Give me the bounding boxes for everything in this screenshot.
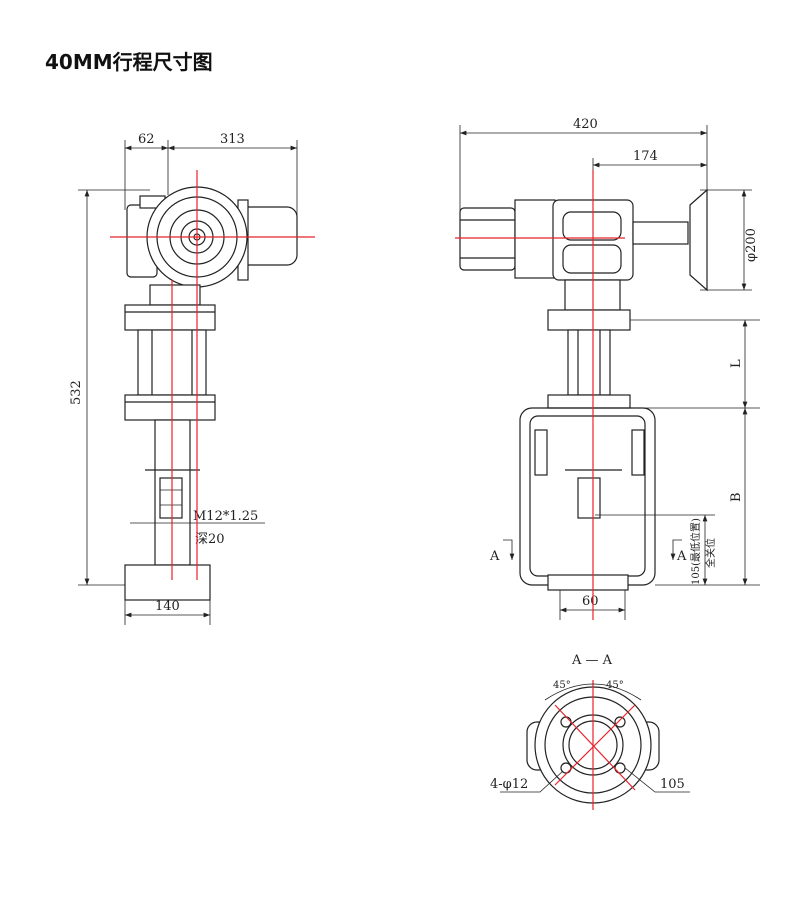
angle-left-label: 45° <box>553 680 571 691</box>
holes-label: 4-φ12 <box>490 777 528 792</box>
bolt-hole <box>614 716 626 728</box>
dim-L-label: L <box>729 359 744 368</box>
right-view: 420 174 φ200 60 <box>455 117 760 620</box>
dim-313-label: 313 <box>220 132 245 147</box>
section-mark-left: A <box>489 549 500 564</box>
base-flange <box>124 564 211 601</box>
dim-60-label: 60 <box>582 594 599 609</box>
dim-532-label: 532 <box>69 380 84 405</box>
thread-spec-label: M12*1.25 <box>193 509 258 524</box>
upper-flange <box>124 304 216 331</box>
dim-phi200-label: φ200 <box>744 228 759 262</box>
section-title: A — A <box>571 653 613 668</box>
motor <box>459 207 516 271</box>
section-a-a: A — A 45° 45° 4-φ12 105 <box>490 653 690 810</box>
thread-depth-label: 深20 <box>195 532 225 547</box>
dim-62-label: 62 <box>138 132 155 147</box>
dim-B-label: B <box>729 492 744 502</box>
bolt-hole <box>560 762 572 774</box>
dim-105-label: 105(最低位置) <box>689 518 702 585</box>
page-title: 40MM行程尺寸图 <box>45 50 213 74</box>
handwheel <box>689 188 708 292</box>
angle-right-label: 45° <box>606 680 624 691</box>
lower-flange <box>124 394 216 421</box>
dim-140-label: 140 <box>155 599 180 614</box>
section-mark-right: A <box>676 549 687 564</box>
left-view: 62 313 532 <box>69 132 315 625</box>
closed-position-label: 全关位 <box>704 538 717 568</box>
dim-420-label: 420 <box>573 117 598 132</box>
pcd-label: 105 <box>660 777 685 792</box>
dim-174-label: 174 <box>633 149 658 164</box>
